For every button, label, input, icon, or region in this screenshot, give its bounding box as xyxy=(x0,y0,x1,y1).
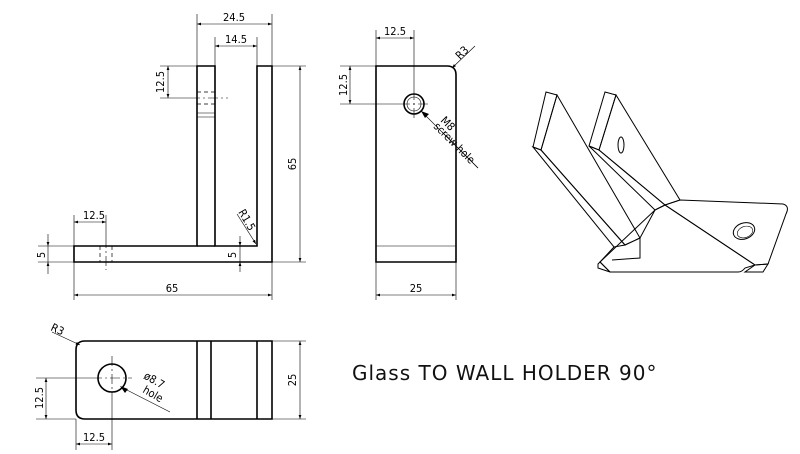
front-dim-r3: R3 xyxy=(453,44,472,63)
dim-12-5-base: 12.5 xyxy=(83,209,105,222)
isometric-view xyxy=(531,91,788,273)
side-view: 24.5 14.5 12.5 65 12.5 5 5 xyxy=(35,11,306,300)
dim-24-5: 24.5 xyxy=(223,11,245,24)
dim-65-length: 65 xyxy=(166,282,179,295)
drawing-title: Glass TO WALL HOLDER 90° xyxy=(352,361,658,385)
bottom-dim-12-5-bottom: 12.5 xyxy=(83,431,105,444)
dim-12-5-side: 12.5 xyxy=(154,71,167,93)
front-dim-12-5-top: 12.5 xyxy=(384,25,406,38)
dim-5-right: 5 xyxy=(226,252,239,258)
dim-14-5: 14.5 xyxy=(225,33,247,46)
bottom-view: R3 12.5 12.5 ø8.7 hole 25 xyxy=(33,321,306,450)
front-dim-25: 25 xyxy=(410,282,423,295)
bottom-view-outline xyxy=(75,340,273,420)
dim-65-height: 65 xyxy=(286,158,299,171)
front-dim-12-5-left: 12.5 xyxy=(337,74,350,96)
front-view-outline xyxy=(375,65,457,263)
side-view-outline xyxy=(73,65,273,263)
front-view: 12.5 12.5 R3 M8 screw hole 25 xyxy=(337,25,479,300)
dim-5-left: 5 xyxy=(35,252,48,258)
bottom-dim-r3: R3 xyxy=(49,321,66,338)
bottom-dim-25: 25 xyxy=(286,374,299,387)
bottom-dim-12-5-left: 12.5 xyxy=(33,387,46,409)
dim-r1-5: R1.5 xyxy=(235,207,258,233)
